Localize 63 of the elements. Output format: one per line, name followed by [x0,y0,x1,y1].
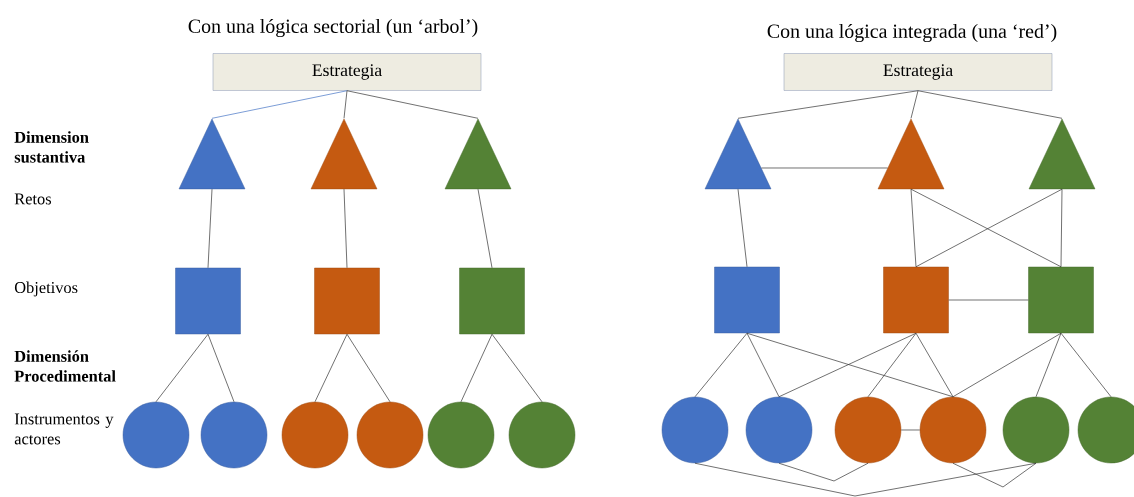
connector-line [1060,188,1063,268]
circle [1002,396,1070,464]
connector-line [207,333,235,403]
connector-line [314,333,348,403]
connector-line [460,333,493,403]
circle [200,401,268,469]
circle [745,396,813,464]
circle [508,401,576,469]
connector-line [491,333,543,403]
connector-line [910,188,917,268]
connector-line [694,332,748,398]
square [175,267,241,335]
connector-line [778,462,869,482]
connector-line [343,188,348,269]
connector-line [694,462,1037,497]
connector-line [900,429,921,431]
strategy-box: Estrategia [212,53,482,91]
circle [281,401,349,469]
connector-line [952,462,1037,488]
connector-line [746,332,780,398]
connector-line [737,188,748,268]
triangle [877,118,945,190]
connector-line [343,90,348,119]
connector-line [1060,332,1112,398]
connector-line [746,332,954,398]
circle [661,396,729,464]
triangle [310,118,378,190]
connector-line [915,332,954,398]
square [883,266,949,334]
triangle [704,118,772,190]
connector-line [867,332,917,398]
circle [427,401,495,469]
row-label: Objetivos [14,281,78,297]
connector-line [910,90,919,119]
square [714,266,780,334]
connector-line [737,90,919,119]
connector-line [155,333,209,403]
connector-line [346,90,479,119]
connector-line [778,332,917,398]
circle [919,396,987,464]
square [1028,266,1094,334]
square [459,267,525,335]
row-label: Dimension sustantiva [14,131,89,163]
connector-line [1035,332,1062,398]
triangle [1028,118,1096,190]
connector-line [948,299,1029,301]
square [314,267,380,335]
connector-line [211,90,348,119]
triangle [444,118,512,190]
triangle [178,118,246,190]
row-label: Retos [14,193,51,205]
connector-line [477,188,493,269]
strategy-box: Estrategia [783,53,1053,91]
circle [356,401,424,469]
circle [122,401,190,469]
row-label: Dimensión Procedimental [14,350,116,382]
connector-line [346,333,391,403]
connector-line [917,90,1063,119]
circle [834,396,902,464]
circle [1077,396,1134,464]
connector-line [761,167,888,169]
connector-line [952,332,1062,398]
connector-line [207,188,213,269]
